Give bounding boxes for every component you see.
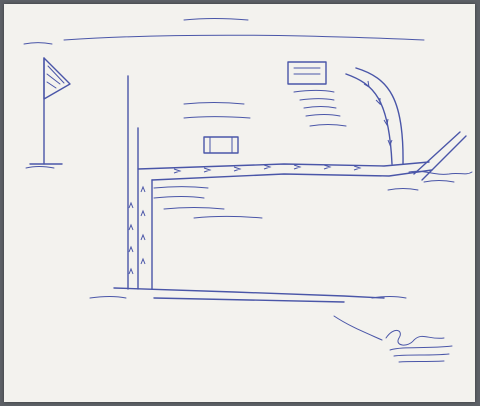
curved-road — [345, 67, 404, 165]
right-stream — [408, 131, 473, 181]
signature-stamp — [333, 315, 453, 363]
school-icon — [203, 136, 239, 154]
vertical-road — [127, 75, 153, 290]
hand-drawn-map — [23, 18, 473, 363]
flag-icon — [29, 57, 71, 165]
bottom-road — [113, 287, 385, 303]
vertical-arrows — [128, 185, 146, 275]
upper-road — [137, 161, 433, 181]
map-sheet — [4, 4, 475, 402]
text-scribbles — [23, 18, 455, 299]
house-icon — [287, 61, 327, 85]
